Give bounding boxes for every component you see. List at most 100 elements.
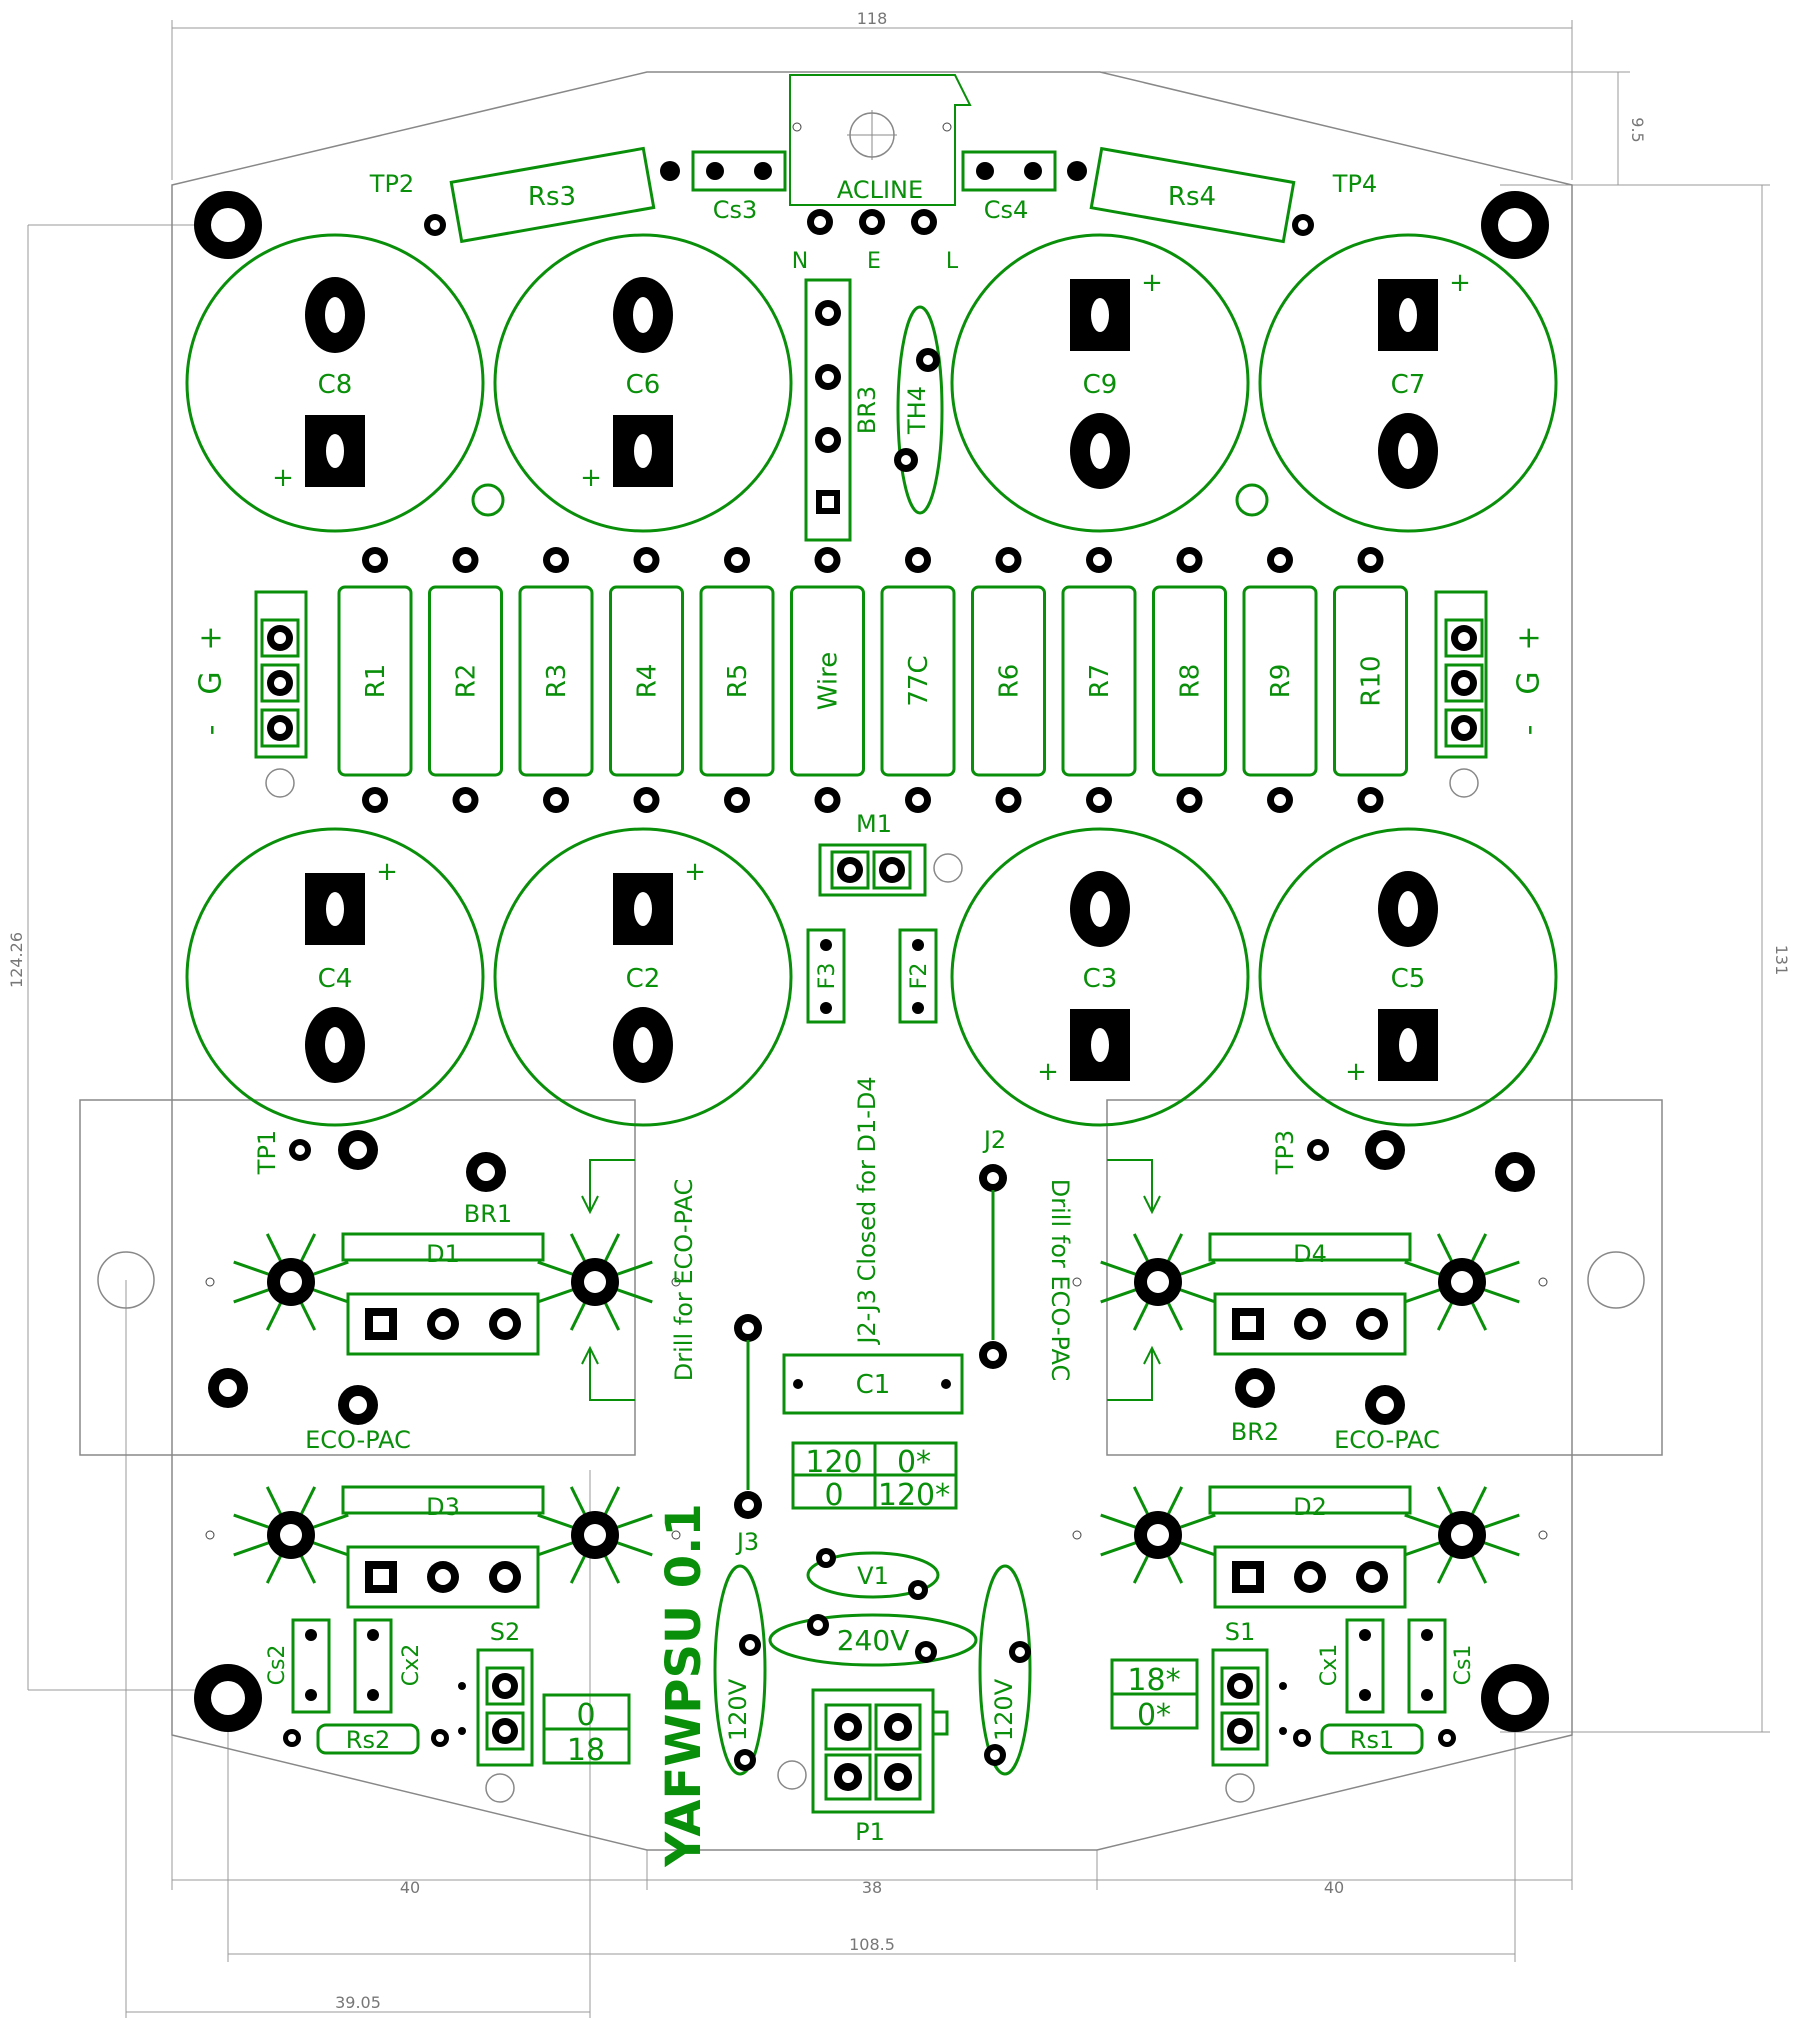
- th4-outline: [896, 305, 944, 515]
- rs4-outline: [1089, 146, 1296, 244]
- bottom-left-components: Cs2 Cx2 Rs2 S2 0 18: [265, 1618, 631, 1803]
- br3-outline: [804, 278, 852, 542]
- voltage-table-cell: 120: [805, 1445, 862, 1480]
- resistor: R3: [518, 547, 594, 813]
- capacitor-label: C2: [626, 964, 661, 994]
- board-title: YAFWPSU 0.1: [656, 1503, 712, 1868]
- drill-note-right: Drill for ECO-PAC: [1046, 1179, 1074, 1381]
- j2-label: J2: [982, 1126, 1006, 1154]
- capacitor-plus-mark: +: [1037, 1057, 1059, 1087]
- dim-left-height: 124.26: [7, 932, 26, 988]
- acline-pin-e: E: [867, 249, 881, 274]
- dim-bottom-left: 40: [400, 1878, 420, 1897]
- resistor: R5: [699, 547, 775, 813]
- f3-outline: [806, 928, 846, 1024]
- out-right-minus: -: [1512, 725, 1547, 736]
- mov-120v-left: [713, 1564, 767, 1776]
- rs2-label: Rs2: [346, 1726, 390, 1754]
- resistor-outline: [1333, 585, 1408, 777]
- cx1-outline: [1345, 1618, 1385, 1714]
- bottom-right-components: Cx1 Cs1 Rs1 S1 18* 0*: [1110, 1618, 1476, 1803]
- rs1-outline: [1320, 1723, 1424, 1755]
- bridge-label: D2: [1293, 1493, 1327, 1521]
- capacitor: C7+: [1258, 233, 1558, 533]
- out-right-g: G: [1512, 671, 1547, 694]
- resistor-outline: [1242, 585, 1318, 777]
- resistor-outline: [880, 585, 956, 777]
- resistor-outline: [428, 585, 503, 777]
- resistor-label: R3: [542, 664, 572, 699]
- resistor: R2: [428, 547, 503, 813]
- resistor: Wire: [790, 547, 865, 813]
- capacitor-label: C4: [318, 964, 353, 994]
- dim-heatsink-offset: 39.05: [335, 1993, 381, 2012]
- s1-label: S1: [1225, 1618, 1256, 1646]
- bridge-body: [1213, 1545, 1407, 1609]
- cx1-label: Cx1: [1317, 1644, 1342, 1686]
- resistor-outline: [971, 585, 1046, 777]
- s2-table-cell: 0: [576, 1698, 595, 1733]
- j3-label: J3: [735, 1528, 759, 1556]
- c1-label: C1: [856, 1370, 891, 1400]
- out-right-plus: +: [1512, 625, 1547, 650]
- resistor-label: R7: [1085, 664, 1115, 699]
- capacitor-plus-mark: +: [1141, 268, 1163, 298]
- resistor: R7: [1061, 547, 1137, 813]
- bridge-label: D1: [426, 1240, 460, 1268]
- capacitor-outline: [493, 827, 793, 1127]
- bridge-rectifier: D1: [205, 1232, 681, 1356]
- output-connectors: + G - + G -: [194, 590, 1547, 798]
- mov-120v-left-label: 120V: [724, 1678, 752, 1741]
- ecopac-outline-left: [79, 1099, 636, 1456]
- resistor: R9: [1242, 547, 1318, 813]
- bridge-rectifier: D3: [205, 1485, 681, 1609]
- acline-pin-n: N: [792, 249, 808, 274]
- resistor-outline: [518, 585, 594, 777]
- capacitor-outline: [493, 233, 793, 533]
- resistor-label: R5: [723, 664, 753, 699]
- cs4-outline: [961, 150, 1057, 192]
- dim-bottom-mid: 38: [862, 1878, 882, 1897]
- out-left-outline: [254, 590, 308, 759]
- capacitor-label: C9: [1083, 370, 1118, 400]
- out-left-plus: +: [194, 625, 229, 650]
- resistor-label: R1: [361, 664, 391, 699]
- resistor-label: 77C: [904, 655, 934, 706]
- bridge-label: D4: [1293, 1240, 1327, 1268]
- s1-outline: [1211, 1648, 1269, 1767]
- bulk-capacitors: C8+C6+C9+C7+C4+C2+C3+C5+: [185, 233, 1558, 1127]
- rs4-label: Rs4: [1168, 182, 1216, 212]
- capacitor: C4+: [185, 827, 485, 1127]
- resistor-outline: [699, 585, 775, 777]
- f2-label: F2: [907, 963, 932, 990]
- s2-label: S2: [490, 1618, 521, 1646]
- tp4-label: TP4: [1332, 170, 1377, 198]
- out-right-outline: [1434, 590, 1488, 759]
- capacitor-label: C3: [1083, 964, 1118, 994]
- tp1-label: TP1: [253, 1130, 281, 1175]
- mov-240v-outline: [768, 1613, 978, 1667]
- rs3-label: Rs3: [528, 182, 576, 212]
- cs1-label: Cs1: [1451, 1645, 1476, 1686]
- dim-right-height: 131: [1772, 945, 1791, 976]
- mounting-holes: [194, 191, 1549, 1732]
- mov-120v-right-label: 120V: [990, 1678, 1018, 1741]
- m1-label: M1: [856, 810, 892, 838]
- resistor-outline: [609, 585, 684, 777]
- cs2-label: Cs2: [265, 1645, 290, 1686]
- p1-label: P1: [855, 1818, 885, 1846]
- resistor-label: R6: [995, 664, 1025, 699]
- capacitor-label: C7: [1391, 370, 1426, 400]
- s2-outline: [476, 1648, 534, 1767]
- bridge-rectifier: D4: [1072, 1232, 1548, 1356]
- v1-label: V1: [857, 1562, 889, 1590]
- cx2-label: Cx2: [399, 1644, 424, 1686]
- dim-top-width: 118: [857, 9, 888, 28]
- voltage-table-cell: 0: [824, 1478, 843, 1513]
- drill-note-left: Drill for ECO-PAC: [670, 1179, 698, 1381]
- board-outline: [171, 71, 1573, 1851]
- center-components: M1 F3 F2 J2-J3 Closed for D1-D4 J2 J3 C1…: [656, 810, 1032, 1868]
- resistor-outline: [337, 585, 413, 777]
- m1-outline: [818, 843, 927, 897]
